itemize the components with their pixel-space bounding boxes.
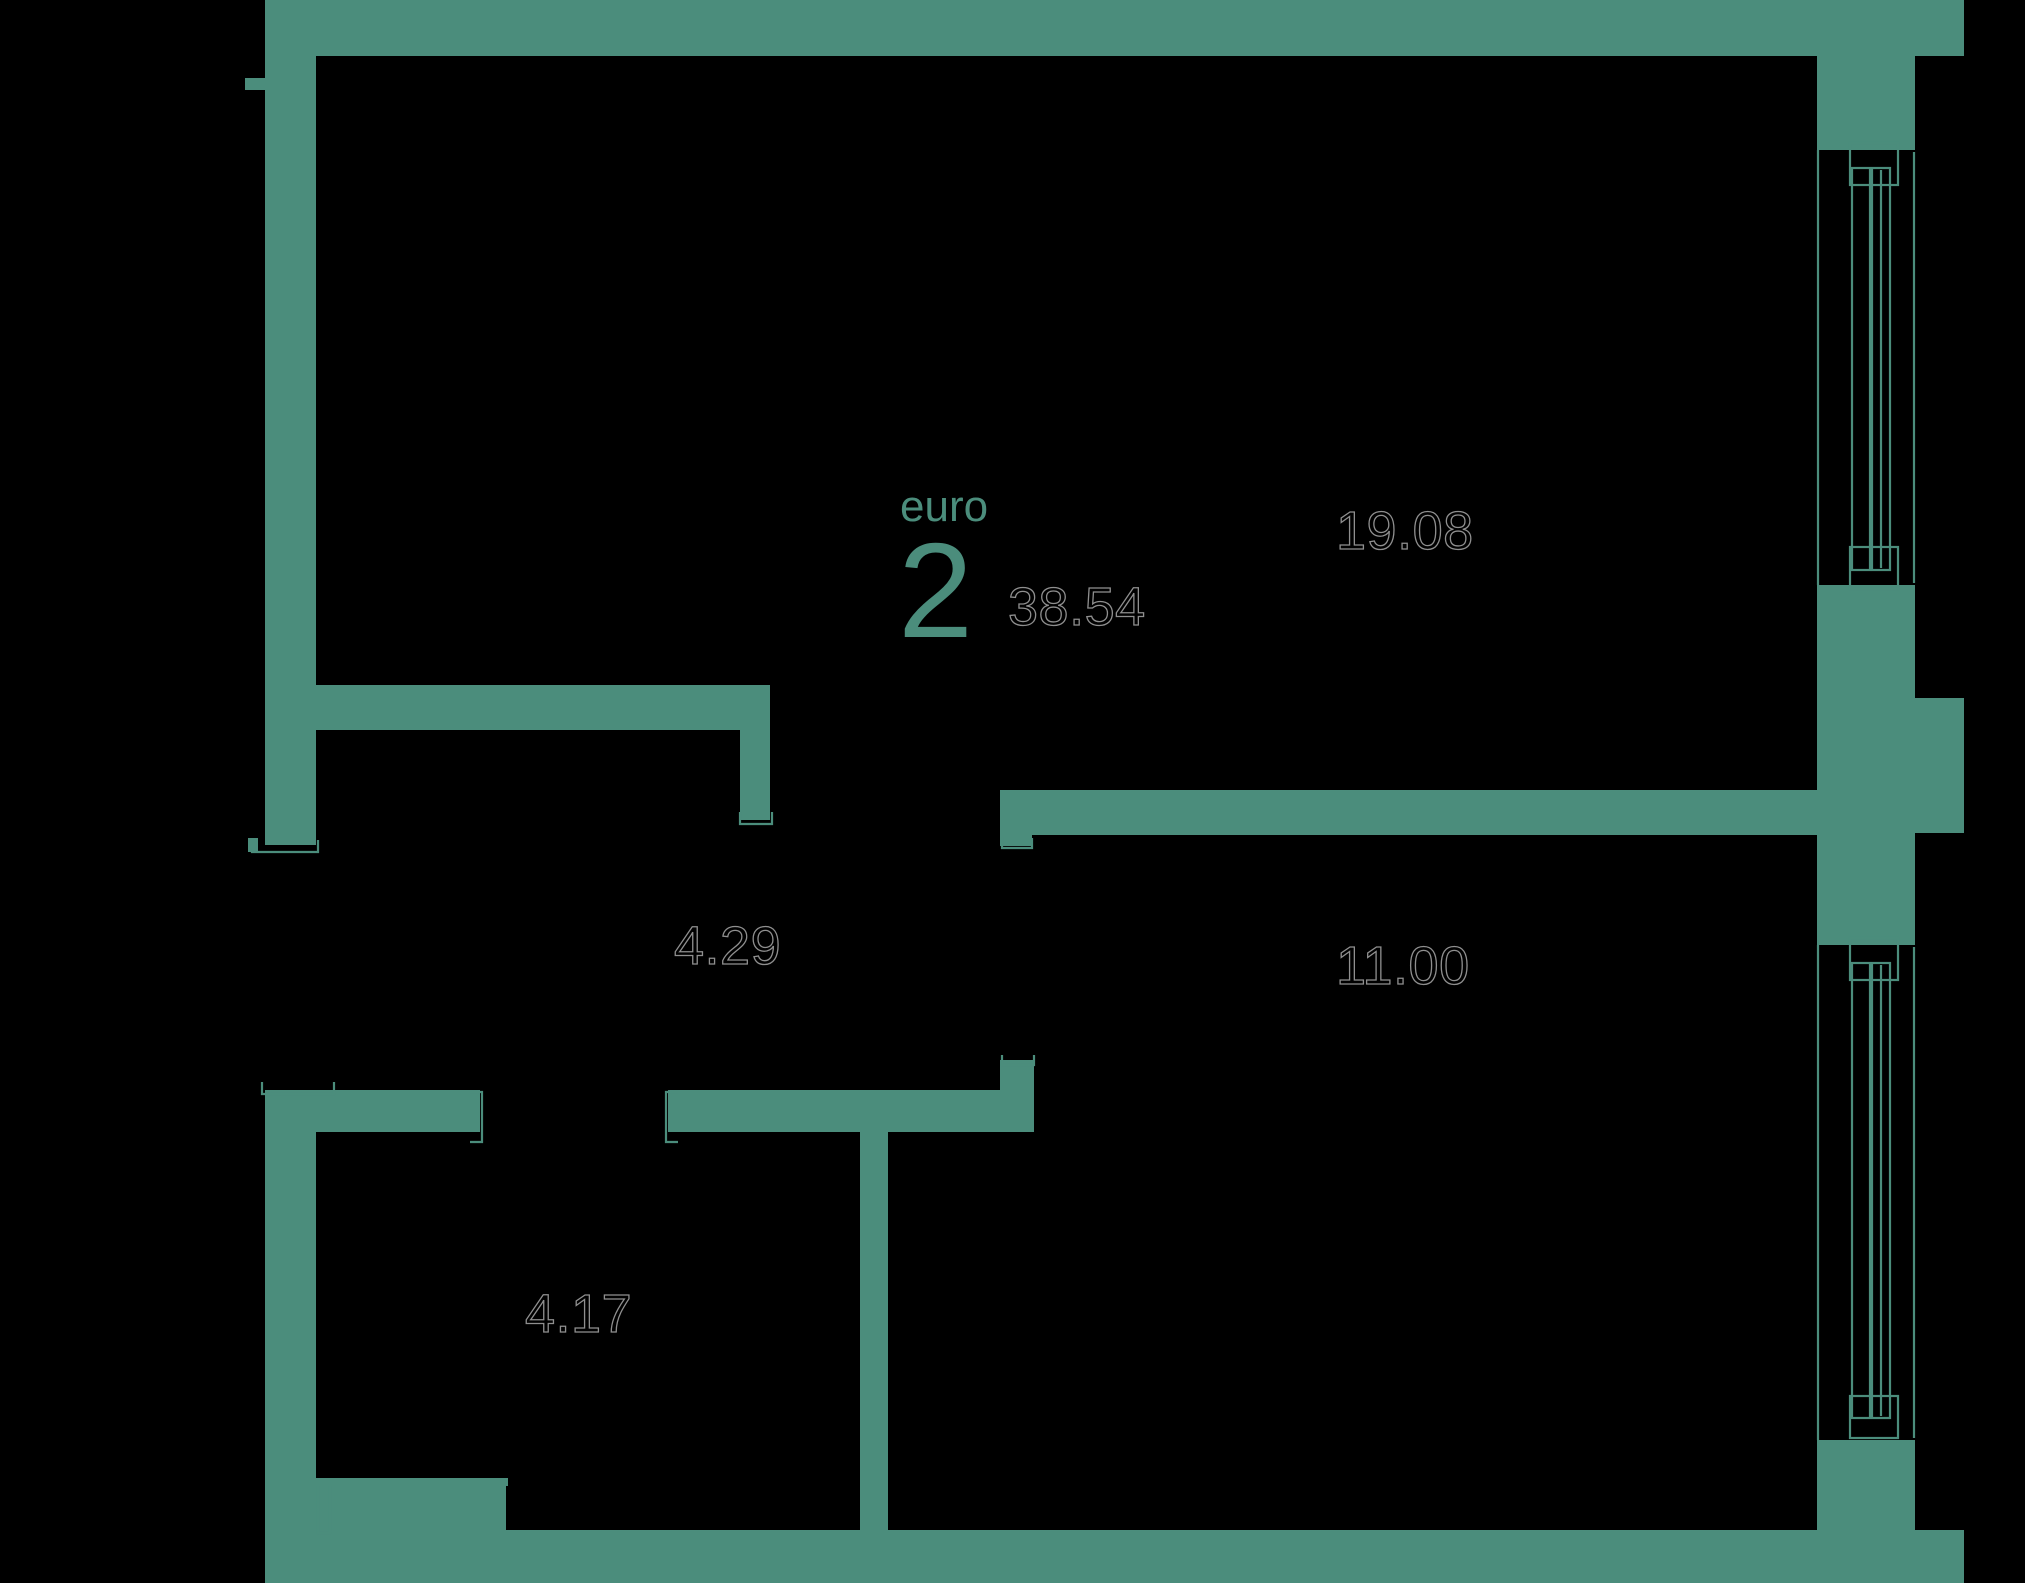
door-stub-hallway-entry xyxy=(248,838,258,852)
door-mark-kitchen xyxy=(1000,838,1034,850)
wall-top xyxy=(265,0,1817,56)
wall-hallway-jamb xyxy=(740,685,770,820)
wall-right-middle-step xyxy=(1817,698,1964,833)
window-lower-sash-top xyxy=(1848,936,1900,982)
window-upper-sash-bottom xyxy=(1848,545,1900,591)
door-mark-bottom-left-a xyxy=(316,1485,332,1535)
wall-bottom-left-jamb xyxy=(316,1485,506,1533)
door-tick-bottom-left xyxy=(316,1478,508,1486)
window-upper-sash-top xyxy=(1848,141,1900,187)
door-mark-living xyxy=(1000,1055,1036,1067)
door-mark-bathroom-right xyxy=(470,1090,484,1144)
wall-bathroom-top-right xyxy=(668,1090,1034,1132)
wall-right-top-block-inner xyxy=(1817,0,1964,56)
wall-left-upper xyxy=(265,0,316,845)
wall-bathroom-top-left xyxy=(265,1090,480,1132)
wall-bedroom-jamb xyxy=(1000,790,1032,846)
wall-vertical-divider xyxy=(860,1090,888,1535)
door-jamb-marks xyxy=(245,78,1036,1535)
door-mark-left-top xyxy=(245,78,267,90)
window-upper-pane-a xyxy=(1850,166,1872,572)
wall-left-lower xyxy=(265,1090,316,1583)
wall-group-interior xyxy=(265,685,1818,1535)
window-right-lower xyxy=(1816,936,1916,1440)
wall-group-exterior xyxy=(265,0,1964,1583)
window-lower-sash-bottom xyxy=(1848,1394,1900,1440)
wall-bottom xyxy=(265,1530,1830,1583)
window-lower-pane-b xyxy=(1870,961,1892,1420)
door-mark-bathroom-left xyxy=(260,1082,336,1096)
door-mark-bedroom xyxy=(664,1090,678,1144)
window-upper-pane-b xyxy=(1870,166,1892,572)
wall-bedroom-top xyxy=(1028,790,1818,835)
door-mark-hallway-jamb xyxy=(738,812,774,826)
wall-hallway-top xyxy=(316,685,763,730)
wall-right-bottom-step xyxy=(1817,1530,1964,1583)
wall-bathroom-jamb-right xyxy=(1000,1060,1034,1132)
window-lower-pane-a xyxy=(1850,961,1872,1420)
window-right-upper xyxy=(1816,141,1916,591)
